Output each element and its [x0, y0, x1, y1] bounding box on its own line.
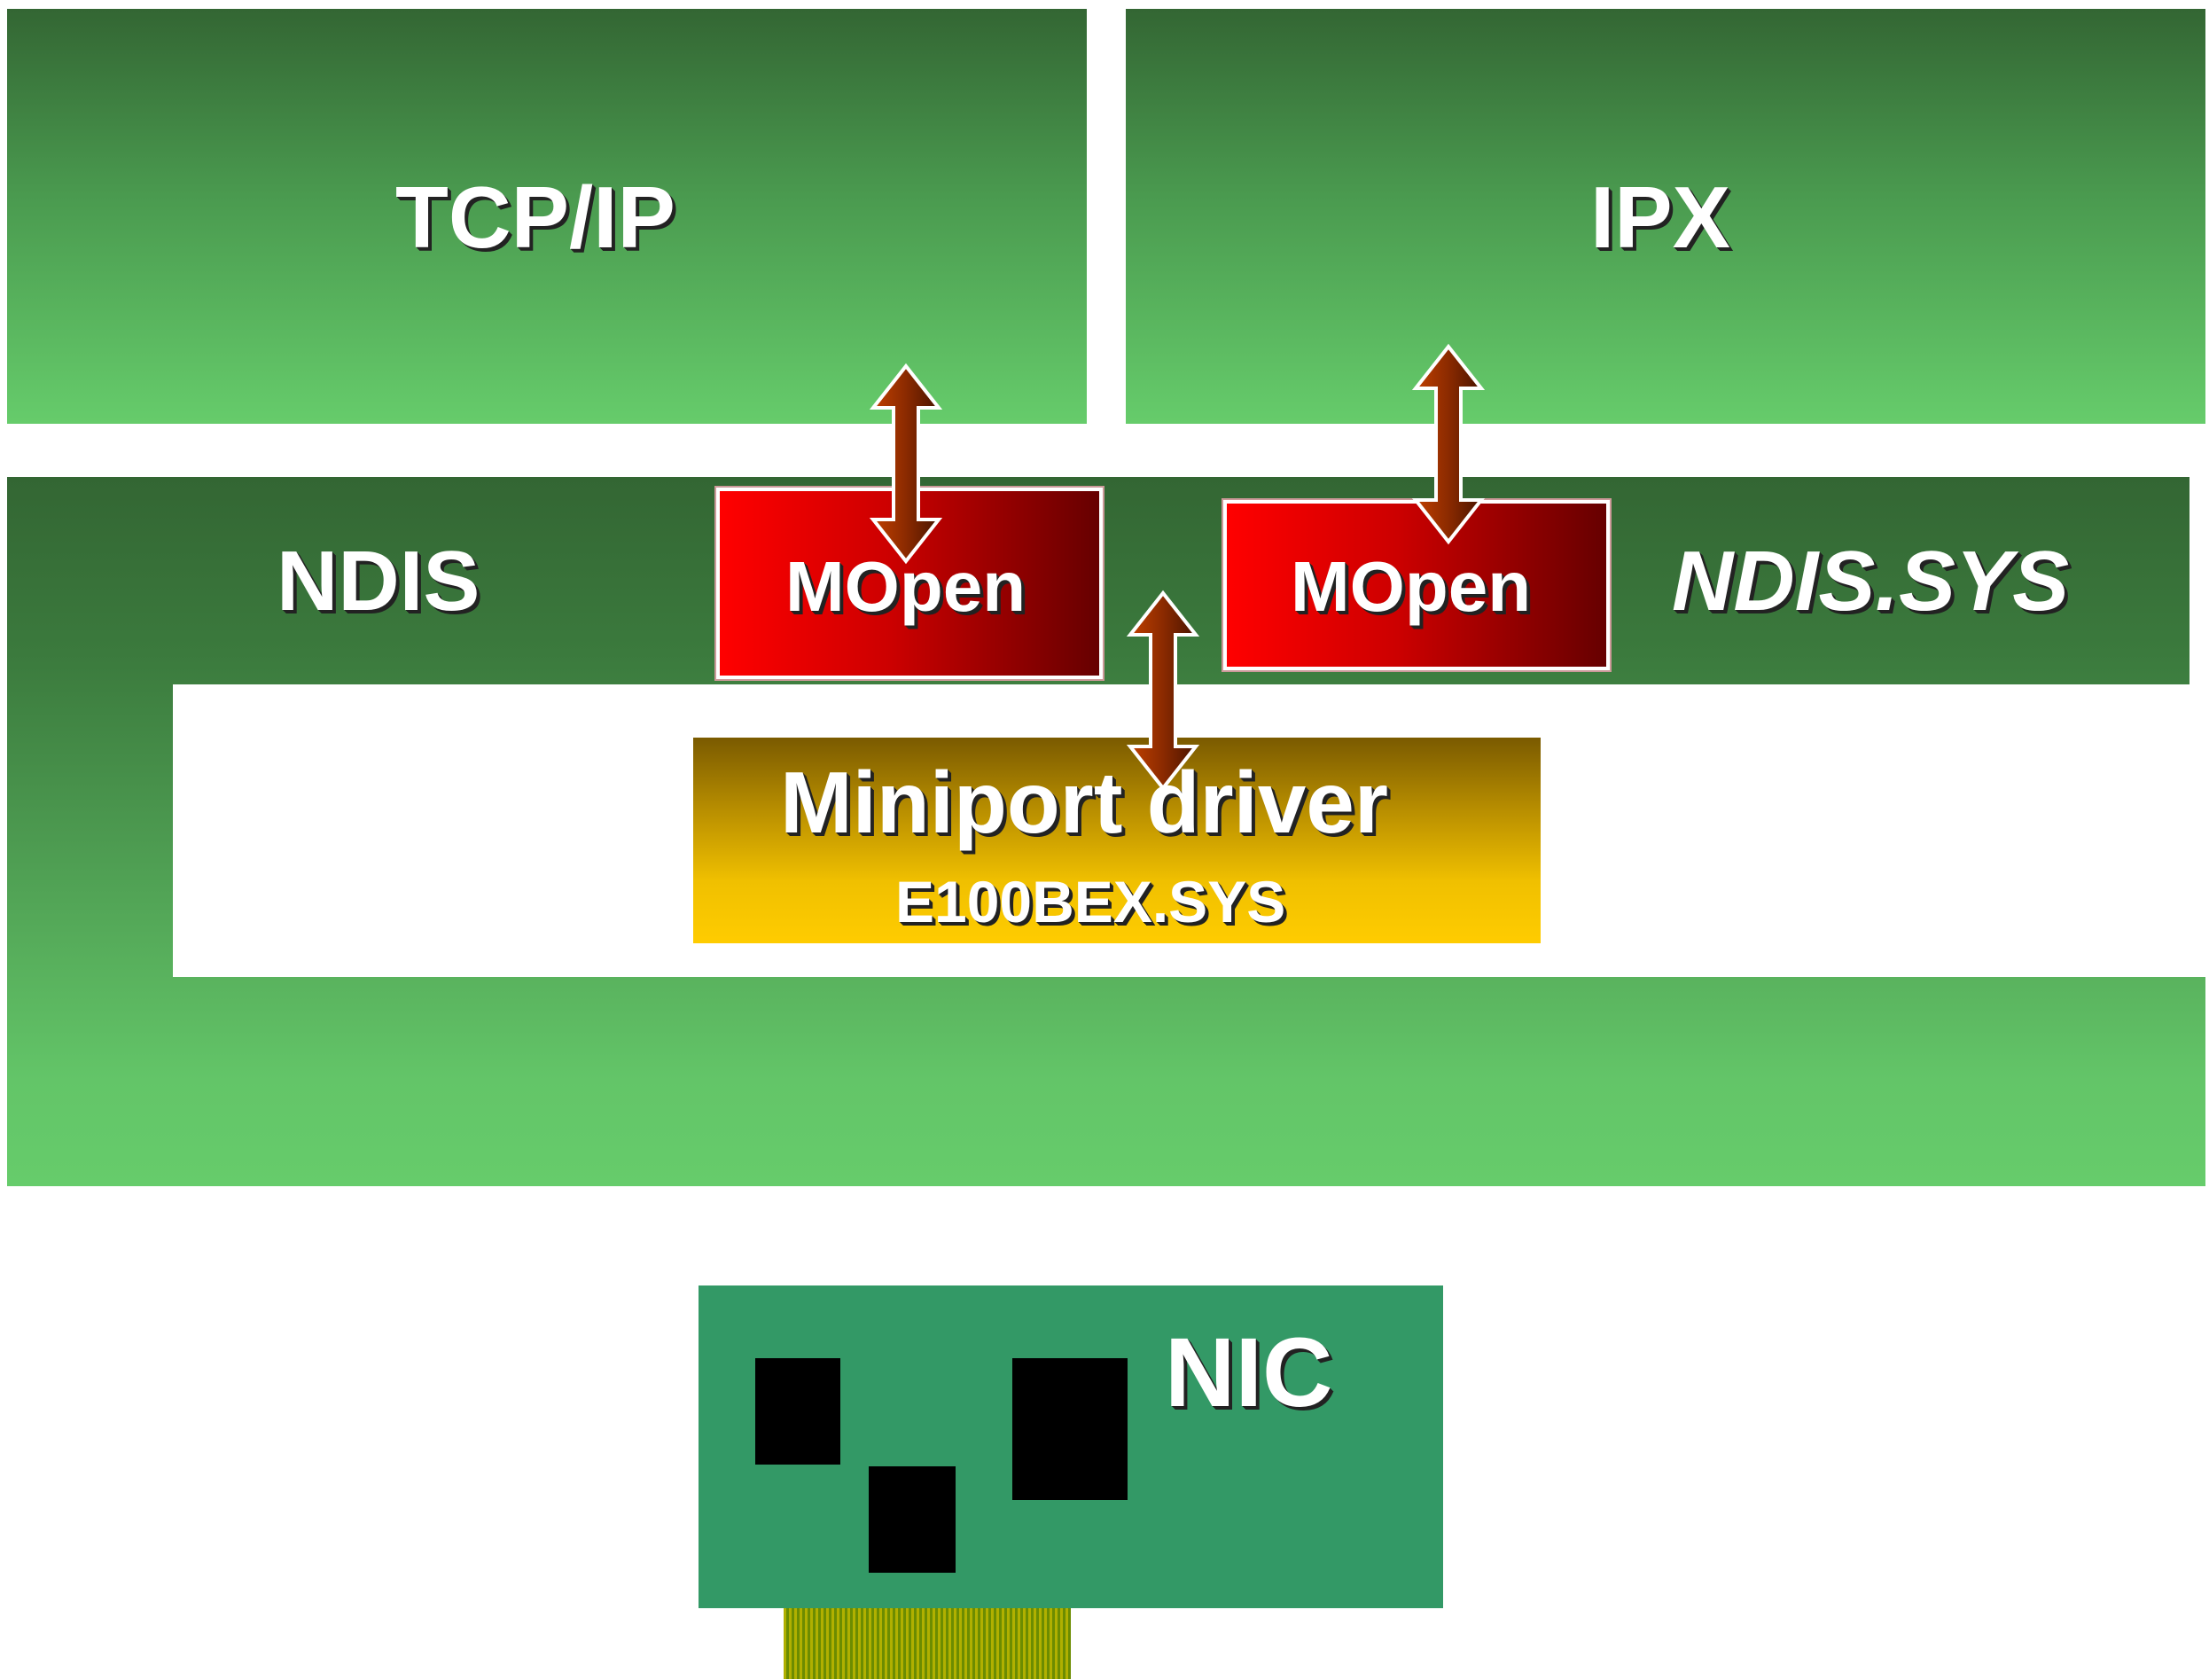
nic-label: NIC: [1165, 1318, 1333, 1427]
tcpip-label: TCP/IP: [395, 168, 675, 266]
mopen-label-right: MOpen: [1291, 547, 1532, 626]
miniport-driver-box: [693, 738, 1541, 943]
chip-icon: [869, 1466, 956, 1573]
ipx-label: IPX: [1590, 168, 1730, 266]
ndis-sys-label: NDIS.SYS: [1672, 534, 2070, 629]
double-headed-arrow-icon: [1126, 590, 1200, 792]
ipx-box: [1126, 9, 2205, 424]
miniport-file: E100BEX.SYS: [895, 869, 1286, 934]
edge-connector-icon: [784, 1608, 1071, 1679]
miniport-title: Miniport driver: [780, 754, 1389, 851]
double-headed-arrow-icon: [869, 363, 943, 565]
double-headed-arrow-icon: [1411, 343, 1486, 545]
tcpip-box: [7, 9, 1087, 424]
chip-icon: [1012, 1358, 1128, 1500]
mopen-box-right: [1223, 500, 1610, 670]
chip-icon: [755, 1358, 840, 1465]
ndis-label: NDIS: [277, 534, 480, 629]
